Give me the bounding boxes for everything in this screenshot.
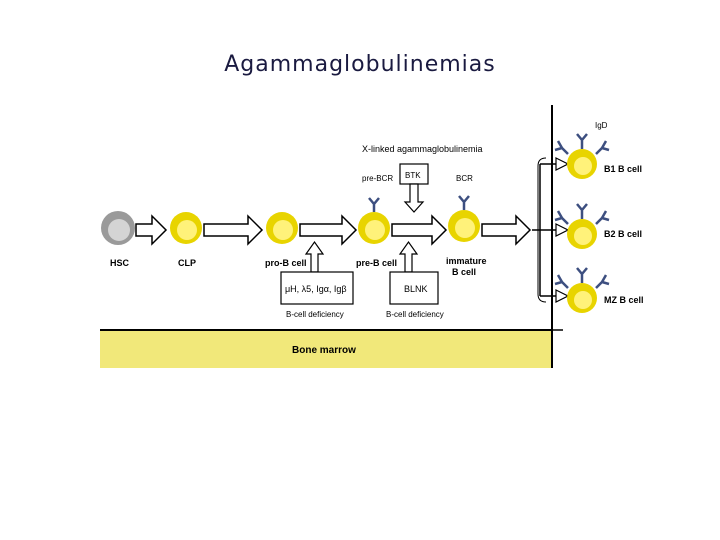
branch-bracket (532, 163, 556, 297)
blnk-label: BLNK (404, 284, 428, 294)
branch-arrow-mz (555, 289, 570, 303)
btk-label: BTK (405, 171, 421, 180)
b2-receptor-icons (554, 203, 610, 225)
xla-title: X-linked agammaglobulinemia (362, 144, 483, 154)
genes-label: μH, λ5, Igα, Igβ (285, 284, 347, 294)
mz-label: MZ B cell (604, 295, 644, 305)
slide-title: Agammaglobulinemias (224, 52, 496, 77)
hsc-label: HSC (110, 258, 130, 268)
immature-b-cell (448, 210, 480, 242)
b2-b-cell (567, 219, 597, 249)
bcr-label: BCR (456, 174, 473, 183)
block-arrow-preb-immature (391, 214, 448, 246)
blnk-box (389, 271, 439, 305)
deficiency-left-label: B-cell deficiency (286, 310, 344, 319)
bone-marrow-label: Bone marrow (292, 345, 356, 356)
bone-marrow-band (100, 330, 552, 368)
deficiency-right-label: B-cell deficiency (386, 310, 444, 319)
block-arrow-hsc-clp (135, 214, 168, 246)
immature-label-line1: immature (446, 256, 487, 266)
branch-arrow-b2 (555, 223, 570, 237)
genes-up-arrow (304, 240, 325, 273)
branch-arrow-b1 (555, 157, 570, 171)
pre-b-cell (358, 212, 390, 244)
clp-label: CLP (178, 258, 196, 268)
block-arrow-immature-periphery (481, 214, 532, 246)
pro-b-cell (266, 212, 298, 244)
btk-down-arrow (403, 183, 425, 213)
pre-b-label: pre-B cell (356, 258, 397, 268)
branch-bracket-outline (537, 157, 547, 303)
mz-receptor-icons (554, 267, 610, 289)
genes-box (280, 271, 354, 305)
igd-label: IgD (595, 121, 608, 130)
block-arrow-prob-preb (299, 214, 358, 246)
clp-cell (170, 212, 202, 244)
bcr-receptor-icon (458, 195, 470, 210)
pre-bcr-receptor-icon (368, 197, 380, 212)
b1-label: B1 B cell (604, 164, 642, 174)
b1-b-cell (567, 149, 597, 179)
block-arrow-clp-prob (203, 214, 264, 246)
b2-label: B2 B cell (604, 229, 642, 239)
immature-label-line2: B cell (452, 267, 476, 277)
pre-bcr-label: pre-BCR (362, 174, 393, 183)
pro-b-label: pro-B cell (265, 258, 307, 268)
hsc-cell (101, 211, 135, 245)
b1-receptor-icons (554, 133, 610, 155)
blnk-up-arrow (398, 240, 419, 273)
mz-b-cell (567, 283, 597, 313)
